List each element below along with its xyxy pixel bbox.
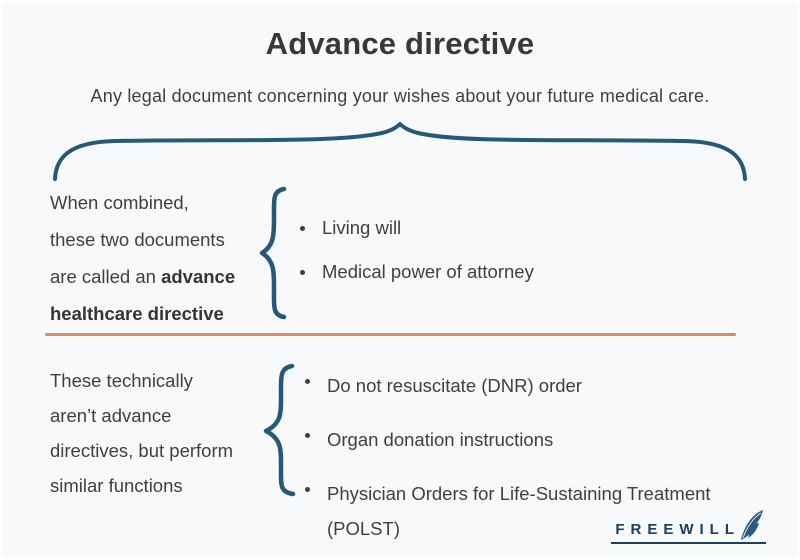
section1-label-line: these two documents [50,229,225,250]
section2-label: These technically aren’t advance directi… [50,363,285,503]
section1-bullet-list: Living will Medical power of attorney [300,215,534,303]
quill-icon [741,510,763,540]
section2-label-line: These technically [50,370,193,391]
section2-label-line: directives, but perform [50,440,234,461]
list-item: Living will [300,215,534,241]
bullet-dot-icon [300,270,305,275]
section1-label-line: healthcare directive [50,303,224,324]
section1-brace [259,186,287,320]
section-divider [45,333,736,336]
section1-label-line: are called an advance [50,266,236,287]
bullet-dot-icon [305,433,310,438]
section2-label-line: aren’t advance [50,405,172,426]
section2-bullet-list: Do not resuscitate (DNR) order Organ don… [305,368,777,560]
bullet-dot-icon [305,379,310,384]
section2-brace [263,363,296,497]
top-brace [53,122,747,181]
list-item: Organ donation instructions [305,422,777,457]
list-item: Medical power of attorney [300,259,534,285]
section1-label: When combined, these two documents are c… [50,184,285,332]
page-title: Advance directive [265,26,535,61]
list-item: Physician Orders for Life-Sustaining Tre… [305,476,777,546]
freewill-logo: FREEWILL [611,509,766,544]
section2-label-line: similar functions [50,475,183,496]
bullet-dot-icon [305,487,310,492]
bullet-dot-icon [300,226,305,231]
section1-label-line: When combined, [50,192,189,213]
page-subtitle: Any legal document concerning your wishe… [90,86,710,106]
freewill-logo-text: FREEWILL [615,521,740,538]
list-item: Do not resuscitate (DNR) order [305,368,777,403]
